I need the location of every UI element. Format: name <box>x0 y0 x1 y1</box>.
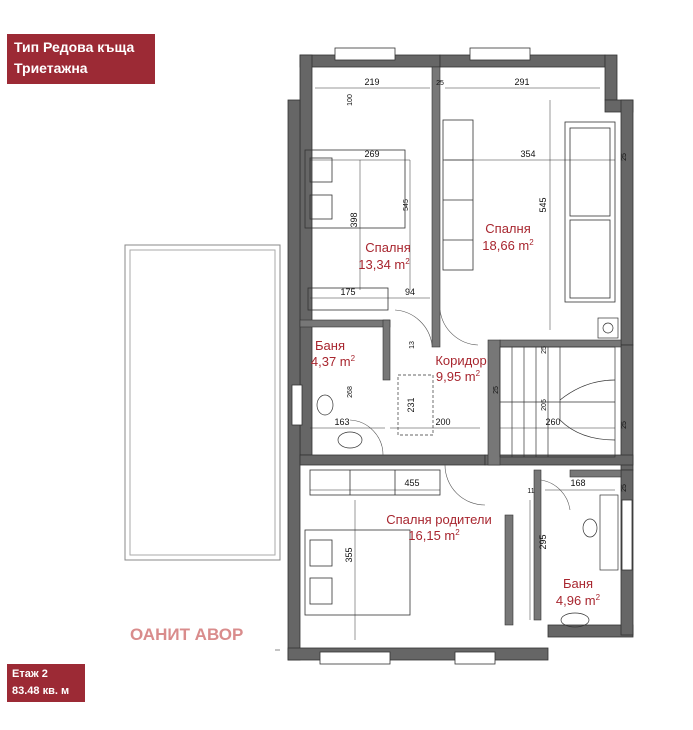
wall-bath2-left <box>533 469 542 621</box>
room-master-name: Спалня родители <box>386 512 492 527</box>
dim-200: 200 <box>435 417 450 427</box>
dim-260: 260 <box>545 417 560 427</box>
windows <box>291 47 633 665</box>
toilet-2 <box>582 518 598 538</box>
dim-295: 295 <box>538 534 548 549</box>
window-north-left <box>334 47 396 61</box>
room-corridor-name: Коридор <box>435 353 486 368</box>
window-bath2 <box>621 499 633 571</box>
corridor-hatch-box <box>397 374 434 436</box>
dim-269: 269 <box>364 149 379 159</box>
wall-east-lower <box>620 344 634 471</box>
dim-291: 291 <box>514 77 529 87</box>
room-bedroom2-name: Спалня <box>485 221 530 236</box>
plan-subtitle: Триетажна <box>14 60 88 76</box>
dim-25-b: 25 <box>621 153 628 161</box>
wall-bed-divider <box>431 66 441 348</box>
dim-354: 354 <box>520 149 535 159</box>
room-bedroom2-area: 18,66 m2 <box>482 238 534 253</box>
dim-100: 100 <box>347 94 354 106</box>
bed-master <box>304 529 411 616</box>
dim-545-a: 545 <box>403 199 410 211</box>
dim-11: 11 <box>527 488 534 495</box>
room-master-area: 16,15 m2 <box>408 528 460 543</box>
terrace-outline <box>124 244 281 561</box>
fixtures <box>316 317 619 628</box>
dim-455: 455 <box>404 478 419 488</box>
room-bath1-area: 4,37 m2 <box>311 354 356 369</box>
wardrobe <box>442 119 474 271</box>
room-bedroom1-area: 13,34 m2 <box>358 257 410 272</box>
dim-13: 13 <box>409 341 416 349</box>
shower-2 <box>599 494 619 571</box>
wall-mid-horizontal <box>299 454 486 466</box>
window-south-right <box>454 651 496 665</box>
staircase <box>499 346 616 458</box>
wall-southeast <box>547 624 634 638</box>
wardrobe-master <box>309 469 441 496</box>
wall-stair-top <box>499 339 622 348</box>
watermark-text: ОАНИТ АВОР <box>130 625 243 644</box>
dim-268: 268 <box>347 386 354 398</box>
shelf-bed1 <box>307 287 389 311</box>
wall-west-small <box>287 99 301 661</box>
wall-mid-horizontal-right <box>484 454 634 466</box>
inner-walls <box>299 66 622 626</box>
terrace-outline-inner <box>129 249 276 556</box>
floor-area: 83.48 кв. м <box>12 685 70 697</box>
wall-bath1-right <box>382 319 391 381</box>
appliance <box>597 317 619 339</box>
bed-1 <box>304 149 406 229</box>
wall-east <box>620 99 634 346</box>
dim-219: 219 <box>364 77 379 87</box>
dim-25-f: 25 <box>621 484 628 492</box>
wall-master-right <box>504 514 514 626</box>
wall-bath1-top <box>299 319 391 328</box>
room-bath2-area: 4,96 m2 <box>556 593 601 608</box>
room-bedroom1-name: Спалня <box>365 240 410 255</box>
wall-east-top <box>604 54 618 101</box>
window-north-right <box>469 47 531 61</box>
window-bath1 <box>291 384 303 426</box>
room-bath2-name: Баня <box>563 576 593 591</box>
dim-94: 94 <box>405 287 415 297</box>
dim-163: 163 <box>334 417 349 427</box>
dim-205: 205 <box>541 399 548 411</box>
sink-2 <box>560 612 590 628</box>
dim-398: 398 <box>349 212 359 227</box>
plan-title: Тип Редова къща <box>14 39 135 55</box>
wall-bath2-top <box>569 469 622 478</box>
floor-info-box: Етаж 2 83.48 кв. м <box>7 664 85 702</box>
dim-25-e: 25 <box>493 386 500 394</box>
toilet-1 <box>316 394 334 416</box>
dim-231: 231 <box>406 397 416 412</box>
floor-label: Етаж 2 <box>12 668 48 680</box>
plan-title-box: Тип Редова къща Триетажна <box>7 34 155 84</box>
room-corridor-area: 9,95 m2 <box>436 369 481 384</box>
dimension-lines <box>310 87 615 640</box>
dim-545-b: 545 <box>538 197 548 212</box>
window-south-left <box>319 651 391 665</box>
dim-25-d: 25 <box>541 346 548 354</box>
wall-stair-left <box>487 339 501 466</box>
dim-168: 168 <box>570 478 585 488</box>
dim-25-a: 25 <box>436 80 444 87</box>
dim-175: 175 <box>340 287 355 297</box>
bed-2 <box>564 121 616 303</box>
dim-25-c: 25 <box>621 421 628 429</box>
sink-1 <box>337 431 363 449</box>
room-bath1-name: Баня <box>315 338 345 353</box>
dim-355: 355 <box>344 547 354 562</box>
